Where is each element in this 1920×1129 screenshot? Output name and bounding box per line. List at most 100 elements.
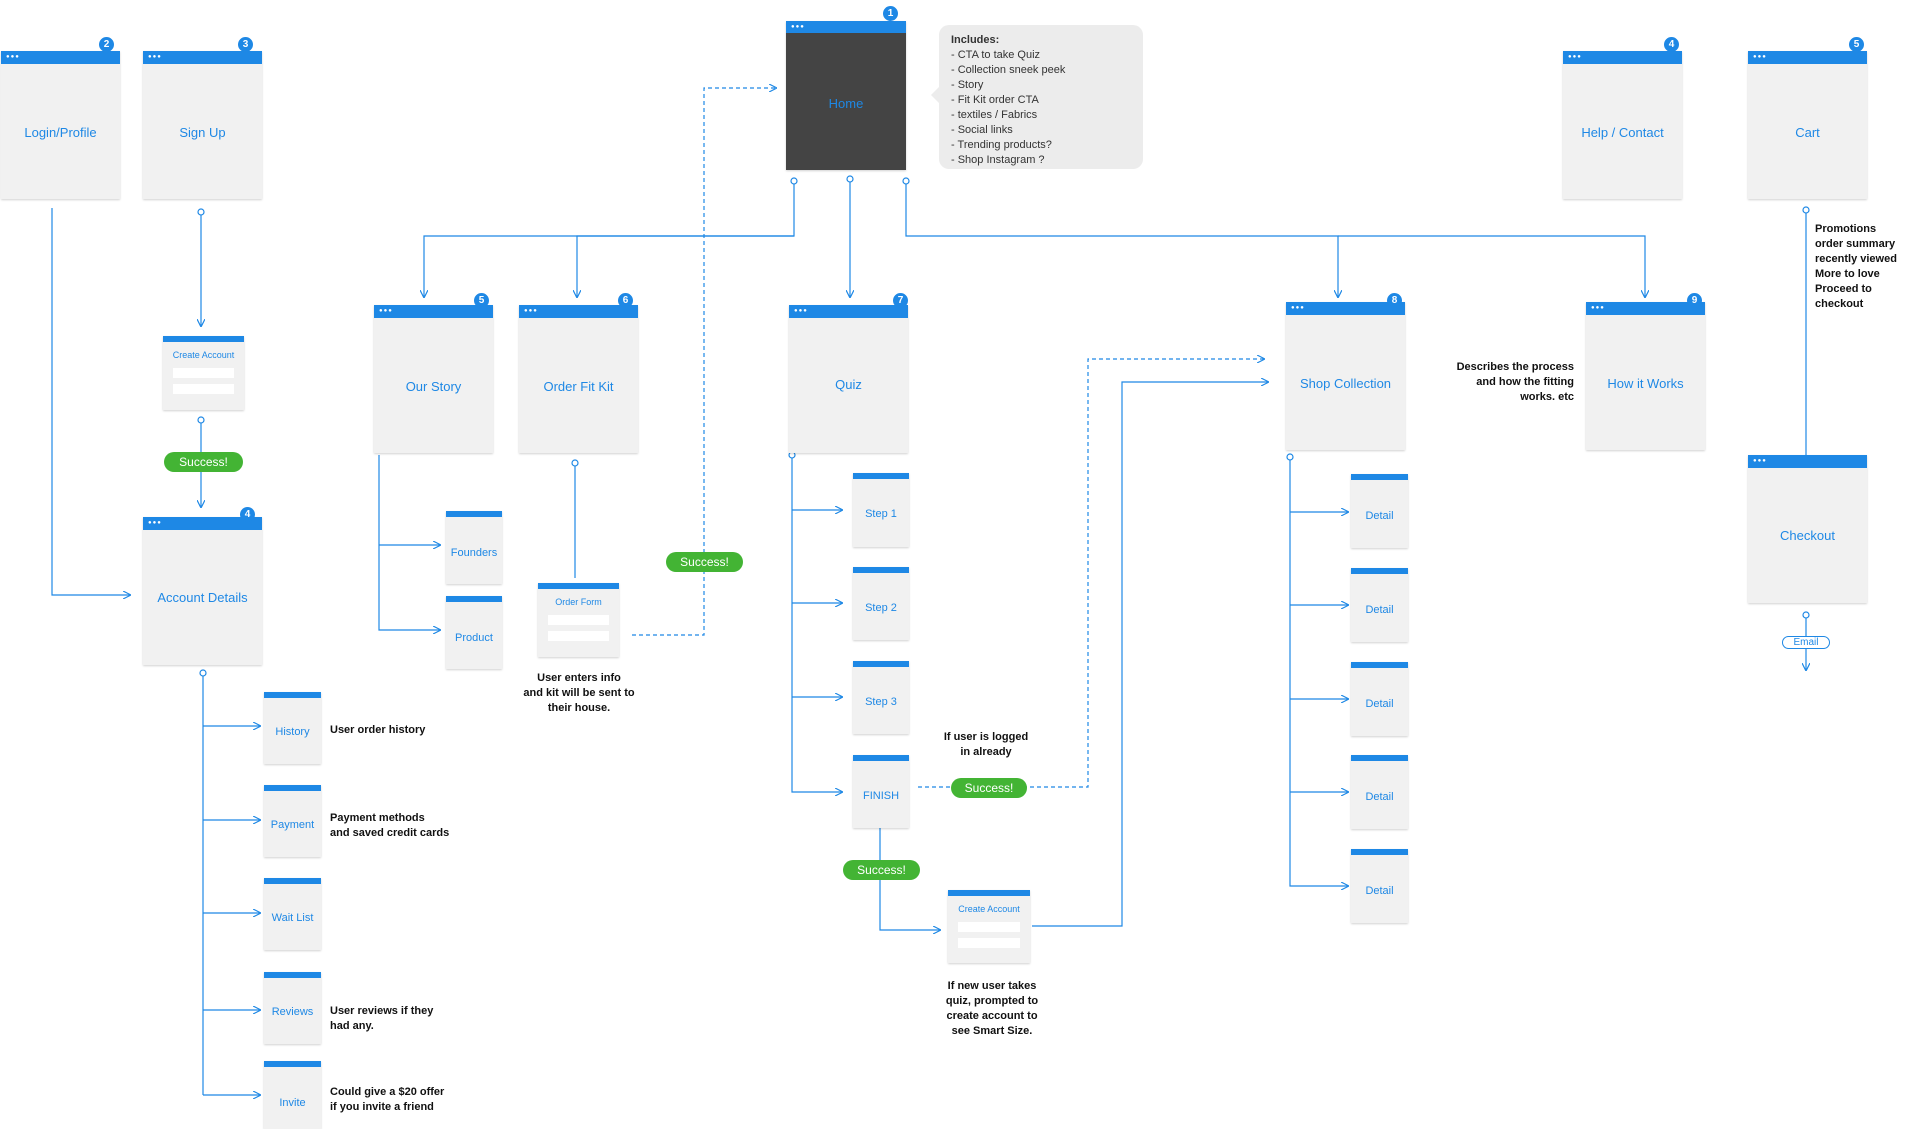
create-account-label: Create Account	[958, 904, 1020, 914]
page-header-bar	[264, 878, 321, 884]
home-page[interactable]: ●●● Home	[786, 21, 906, 170]
page-header-bar	[948, 890, 1030, 896]
cart-label: Cart	[1795, 125, 1820, 140]
page-header-bar	[853, 473, 909, 479]
quiz-create-account-page[interactable]: Create Account	[948, 890, 1030, 963]
shop-collection-label: Shop Collection	[1299, 376, 1392, 391]
form-field	[958, 938, 1020, 948]
invite-label: Invite	[279, 1097, 306, 1109]
founders-page[interactable]: Founders	[446, 511, 502, 584]
page-header-bar: ●●●	[1, 51, 120, 64]
product-page[interactable]: Product	[446, 596, 502, 669]
how-it-works-label: How it Works	[1607, 376, 1684, 391]
page-header-bar: ●●●	[1748, 455, 1867, 468]
form-field	[173, 384, 234, 394]
login-profile-page[interactable]: ●●● Login/Profile	[1, 51, 120, 199]
invite-page[interactable]: Invite	[264, 1061, 321, 1129]
order-form-label: Order Form	[555, 597, 602, 607]
cart-note: Promotions order summary recently viewed…	[1815, 223, 1897, 310]
page-header-bar	[1351, 849, 1408, 855]
page-header-bar	[264, 972, 321, 978]
page-header-bar: ●●●	[374, 305, 493, 318]
detail-page[interactable]: Detail	[1351, 474, 1408, 548]
order-form-page[interactable]: Order Form	[538, 583, 619, 657]
step-number-badge: 4	[1664, 37, 1679, 52]
how-it-works-note: Describes the process and how the fittin…	[1456, 361, 1574, 403]
page-header-bar: ●●●	[1286, 302, 1405, 315]
page-header-bar: ●●●	[519, 305, 638, 318]
create-account-label: Create Account	[172, 350, 235, 360]
includes-item: - CTA to take Quiz	[951, 49, 1041, 61]
step2-label: Step 2	[865, 602, 897, 614]
detail-page[interactable]: Detail	[1351, 662, 1408, 736]
includes-item: - textiles / Fabrics	[951, 109, 1038, 121]
quiz-step3-page[interactable]: Step 3	[853, 661, 909, 734]
checkout-page[interactable]: ●●● Checkout	[1748, 455, 1867, 603]
payment-page[interactable]: Payment	[264, 785, 321, 857]
includes-item: - Social links	[951, 124, 1013, 136]
step3-label: Step 3	[865, 696, 897, 708]
quiz-label: Quiz	[835, 377, 862, 392]
history-note: User order history	[330, 724, 426, 736]
reviews-page[interactable]: Reviews	[264, 972, 321, 1044]
step-number-badge: 8	[1387, 293, 1402, 308]
page-header-bar	[1351, 568, 1408, 574]
page-header-bar: ●●●	[143, 517, 262, 530]
step-number-badge: 7	[893, 293, 908, 308]
page-header-bar: ●●●	[1748, 51, 1867, 64]
page-header-bar: ●●●	[1563, 51, 1682, 64]
wait-list-page[interactable]: Wait List	[264, 878, 321, 950]
detail-page[interactable]: Detail	[1351, 568, 1408, 642]
page-header-bar	[1351, 474, 1408, 480]
payment-note: Payment methods and saved credit cards	[330, 812, 450, 839]
success-pill: Success!	[843, 860, 920, 880]
quiz-step1-page[interactable]: Step 1	[853, 473, 909, 547]
quiz-page[interactable]: ●●● Quiz	[789, 305, 908, 453]
product-label: Product	[455, 632, 493, 644]
email-tag: Email	[1782, 636, 1830, 649]
page-header-bar	[853, 755, 909, 761]
help-contact-page[interactable]: ●●● Help / Contact	[1563, 51, 1682, 199]
page-header-bar	[853, 661, 909, 667]
wait-list-label: Wait List	[271, 912, 314, 924]
includes-item: - Collection sneek peek	[951, 64, 1066, 76]
order-form-note: User enters info and kit will be sent to…	[523, 672, 635, 714]
includes-title: Includes:	[951, 34, 1000, 46]
how-it-works-page[interactable]: ●●● How it Works	[1586, 302, 1705, 450]
our-story-page[interactable]: ●●● Our Story	[374, 305, 493, 453]
founders-label: Founders	[450, 547, 498, 559]
account-details-page[interactable]: ●●● Account Details	[143, 517, 262, 665]
detail-page[interactable]: Detail	[1351, 755, 1408, 829]
sign-up-page[interactable]: ●●● Sign Up	[143, 51, 262, 199]
sign-up-label: Sign Up	[179, 125, 226, 140]
success-pill: Success!	[164, 452, 243, 472]
success-pill: Success!	[951, 778, 1027, 798]
quiz-finish-page[interactable]: FINISH	[853, 755, 909, 828]
order-fit-kit-label: Order Fit Kit	[543, 379, 614, 394]
login-profile-label: Login/Profile	[24, 125, 97, 140]
cart-page[interactable]: ●●● Cart	[1748, 51, 1867, 199]
order-fit-kit-page[interactable]: ●●● Order Fit Kit	[519, 305, 638, 453]
includes-item: - Shop Instagram ?	[951, 154, 1045, 166]
history-page[interactable]: History	[264, 692, 321, 764]
form-field	[958, 922, 1020, 932]
page-header-bar: ●●●	[789, 305, 908, 318]
page-header-bar	[163, 336, 244, 342]
detail-page[interactable]: Detail	[1351, 849, 1408, 923]
page-header-bar: ●●●	[143, 51, 262, 64]
logged-in-note: If user is logged in already	[943, 731, 1029, 758]
detail-label: Detail	[1365, 698, 1394, 710]
form-field	[173, 368, 234, 378]
detail-label: Detail	[1365, 791, 1394, 803]
page-header-bar	[1351, 662, 1408, 668]
create-account-form-page[interactable]: Create Account	[163, 336, 244, 410]
shop-collection-page[interactable]: ●●● Shop Collection	[1286, 302, 1405, 450]
includes-item: - Fit Kit order CTA	[951, 94, 1039, 106]
step-number-badge: 2	[99, 37, 114, 52]
page-header-bar	[446, 596, 502, 602]
page-header-bar	[264, 1061, 321, 1067]
reviews-label: Reviews	[271, 1006, 314, 1018]
quiz-step2-page[interactable]: Step 2	[853, 567, 909, 640]
our-story-label: Our Story	[405, 379, 462, 394]
history-label: History	[275, 726, 310, 738]
